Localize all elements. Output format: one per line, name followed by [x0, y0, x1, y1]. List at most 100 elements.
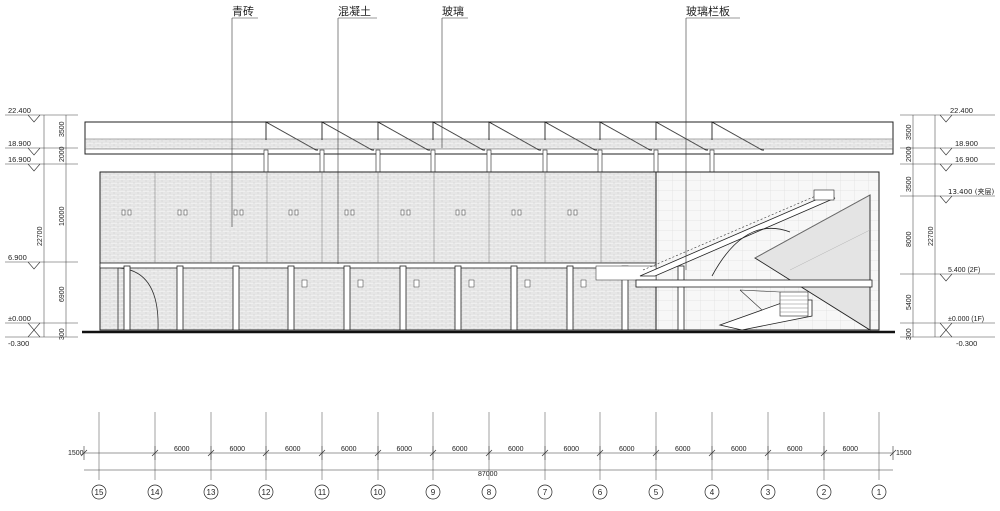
stair-area — [595, 189, 873, 331]
right-levels: 22.400 18.900 16.900 13.400 (夹层) 5.400 (… — [900, 106, 995, 348]
label-glass-railing: 玻璃栏板 — [686, 4, 730, 18]
svg-text:7: 7 — [543, 488, 548, 497]
column — [176, 265, 184, 331]
lower-window — [468, 279, 475, 288]
right-level-4: 13.400 (夹层) — [948, 187, 994, 196]
right-dim-8000: 8000 — [906, 231, 913, 247]
column — [566, 265, 574, 331]
left-dim-300: 300 — [59, 328, 66, 340]
svg-text:9: 9 — [431, 488, 436, 497]
right-dim-3500b: 3500 — [906, 176, 913, 192]
axis-bubble: 11 — [314, 484, 330, 500]
label-concrete: 混凝土 — [338, 4, 371, 18]
svg-text:12: 12 — [262, 488, 271, 497]
upper-window — [288, 209, 299, 216]
axis-bubble: 12 — [258, 484, 274, 500]
left-level-4: 6.900 — [8, 253, 27, 262]
lower-window — [413, 279, 420, 288]
axis-bubble: 4 — [704, 484, 720, 500]
column — [454, 265, 462, 331]
span-dim: 6000 — [230, 446, 246, 453]
svg-text:3: 3 — [766, 488, 771, 497]
lower-window — [357, 279, 364, 288]
upper-window — [177, 209, 188, 216]
column — [399, 265, 407, 331]
skylight-row — [263, 121, 764, 173]
svg-text:13: 13 — [207, 488, 216, 497]
lower-brick-wall — [99, 265, 657, 331]
lower-window — [301, 279, 308, 288]
bottom-dimensions: 1500 1500 87000 — [68, 450, 912, 478]
stair-upper — [639, 197, 836, 277]
axis-bubble: 2 — [816, 484, 832, 500]
svg-text:10: 10 — [374, 488, 383, 497]
axis-bubble: 13 — [203, 484, 219, 500]
column — [232, 265, 240, 331]
column — [677, 265, 685, 331]
left-level-1: 22.400 — [8, 106, 31, 115]
svg-text:5: 5 — [654, 488, 659, 497]
left-dim-6900: 6900 — [59, 286, 66, 302]
stair-curve — [711, 227, 791, 277]
right-level-7: -0.300 — [956, 339, 977, 348]
right-dim-5400: 5400 — [906, 294, 913, 310]
axis-bubble: 8 — [481, 484, 497, 500]
left-dim-3500: 3500 — [59, 121, 66, 137]
edge-dim-right: 1500 — [896, 450, 912, 457]
label-glass: 玻璃 — [442, 4, 464, 18]
upper-window — [233, 209, 244, 216]
right-level-5: 5.400 (2F) — [948, 267, 980, 274]
lower-window — [580, 279, 587, 288]
svg-text:4: 4 — [710, 488, 715, 497]
span-dim: 6000 — [675, 446, 691, 453]
upper-window — [400, 209, 411, 216]
left-level-5: ±0.000 — [8, 314, 31, 323]
axis-bubble: 9 — [425, 484, 441, 500]
label-brick: 青砖 — [232, 4, 254, 18]
right-dim-3500a: 3500 — [906, 124, 913, 140]
colonnade — [123, 265, 685, 331]
span-dim: 6000 — [174, 446, 190, 453]
roof-brick-band — [86, 139, 892, 149]
span-dim: 6000 — [787, 446, 803, 453]
skylight — [709, 121, 764, 173]
upper-window — [567, 209, 578, 216]
axis-bubble: 7 — [537, 484, 553, 500]
upper-window — [344, 209, 355, 216]
left-level-6: -0.300 — [8, 339, 29, 348]
svg-text:8: 8 — [487, 488, 492, 497]
material-labels: 青砖 混凝土 玻璃 玻璃栏板 — [231, 4, 740, 270]
svg-text:1: 1 — [877, 488, 882, 497]
left-level-2: 18.900 — [8, 139, 31, 148]
column — [287, 265, 295, 331]
span-dim: 6000 — [564, 446, 580, 453]
column — [123, 265, 131, 331]
axis-bubble: 10 — [370, 484, 386, 500]
column — [343, 265, 351, 331]
svg-text:15: 15 — [95, 488, 104, 497]
span-dim: 6000 — [508, 446, 524, 453]
svg-text:2: 2 — [822, 488, 827, 497]
right-dim-overall: 22700 — [928, 226, 935, 246]
span-dim: 6000 — [843, 446, 859, 453]
right-dim-2000: 2000 — [906, 146, 913, 162]
left-levels: 22.400 18.900 16.900 6.900 ±0.000 -0.300… — [5, 106, 78, 348]
axis-bubble: 6 — [592, 484, 608, 500]
axis-bubble: 15 — [91, 484, 107, 500]
right-level-6: ±0.000 (1F) — [948, 316, 984, 323]
svg-text:6: 6 — [598, 488, 603, 497]
left-dim-overall: 22700 — [37, 226, 44, 246]
span-dim: 6000 — [452, 446, 468, 453]
upper-window — [455, 209, 466, 216]
upper-window — [511, 209, 522, 216]
span-dim: 6000 — [341, 446, 357, 453]
left-dim-2000: 2000 — [59, 146, 66, 162]
upper-window — [121, 209, 132, 216]
lower-window — [524, 279, 531, 288]
right-dim-300: 300 — [906, 328, 913, 340]
right-level-3: 16.900 — [955, 155, 978, 164]
right-level-2: 18.900 — [955, 139, 978, 148]
left-level-3: 16.900 — [8, 155, 31, 164]
